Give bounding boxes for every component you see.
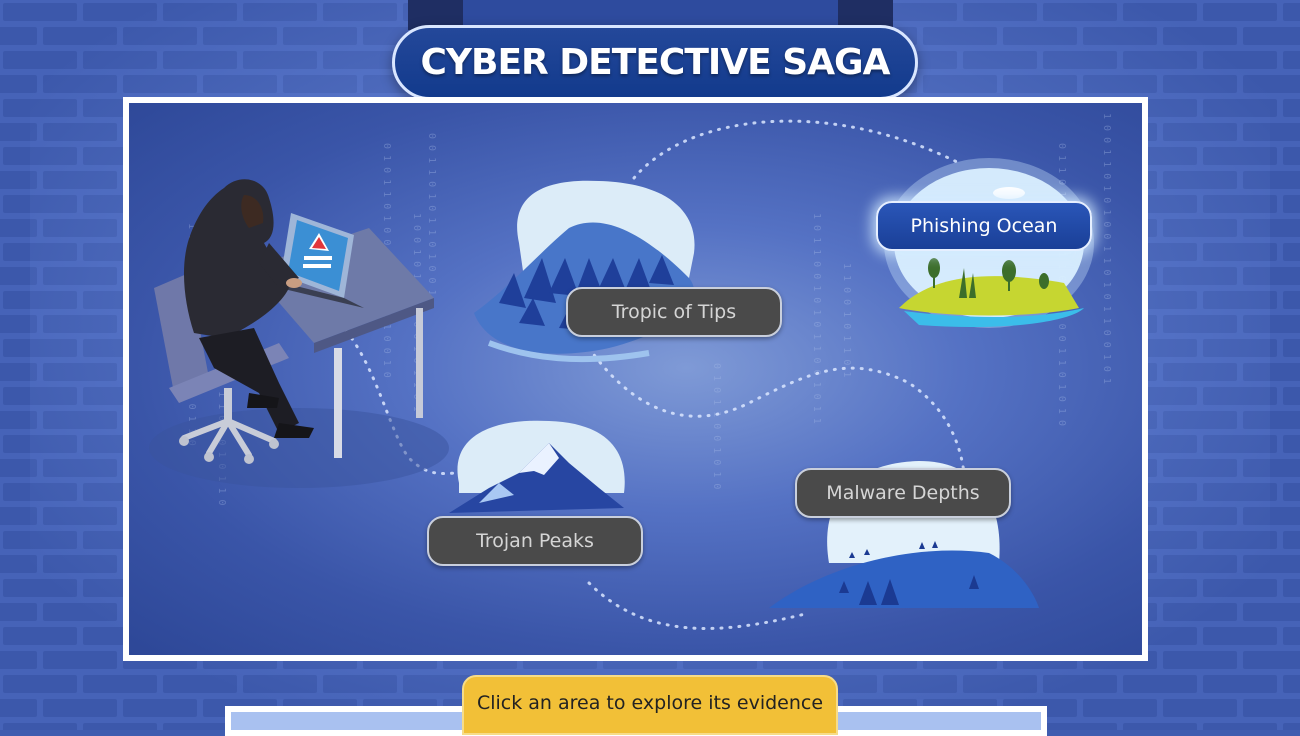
location-phishing-ocean[interactable]: Phishing Ocean (876, 201, 1092, 251)
svg-text:0 1 0 1 1 0 0 1 0 1 0: 0 1 0 1 1 0 0 1 0 1 0 (711, 363, 722, 489)
title-banner: CYBER DETECTIVE SAGA (392, 25, 918, 100)
svg-text:1 0 0 1 1 0 1 0 1 0 0 1 1 0 1: 1 0 0 1 1 0 1 0 1 0 0 1 1 0 1 0 1 1 0 0 … (1101, 113, 1112, 384)
location-label: Tropic of Tips (611, 301, 737, 323)
instruction-banner: Click an area to explore its evidence (462, 675, 838, 735)
svg-text:0 0 1 1 0 1 0 1 1 0 1 0 0 1: 0 0 1 1 0 1 0 1 1 0 1 0 0 1 (426, 133, 437, 296)
map-board: 0 1 0 1 1 0 1 0 0 1 1 0 1 0 1 1 0 0 1 0 … (123, 97, 1148, 661)
location-label: Phishing Ocean (910, 215, 1058, 237)
hacker-illustration (149, 179, 449, 488)
location-malware-depths[interactable]: Malware Depths (795, 468, 1011, 518)
trail-paths (332, 119, 966, 630)
game-title: CYBER DETECTIVE SAGA (420, 42, 891, 83)
location-trojan-peaks[interactable]: Trojan Peaks (427, 516, 643, 566)
mountain-icon (449, 420, 625, 513)
location-label: Malware Depths (826, 482, 980, 504)
location-tropic-of-tips[interactable]: Tropic of Tips (566, 287, 782, 337)
location-label: Trojan Peaks (476, 530, 594, 552)
svg-text:1 0 1 1 0 0 1 0 1 0 1 1 0 0 1: 1 0 1 1 0 0 1 0 1 0 1 1 0 0 1 0 1 1 (811, 213, 822, 424)
warning-icon (303, 233, 332, 268)
instruction-text: Click an area to explore its evidence (476, 692, 824, 714)
map-illustration: 0 1 0 1 1 0 1 0 0 1 1 0 1 0 1 1 0 0 1 0 … (149, 113, 1112, 630)
svg-text:1 1 0 0 1 0 1 1 0 1: 1 1 0 0 1 0 1 1 0 1 (841, 263, 852, 377)
